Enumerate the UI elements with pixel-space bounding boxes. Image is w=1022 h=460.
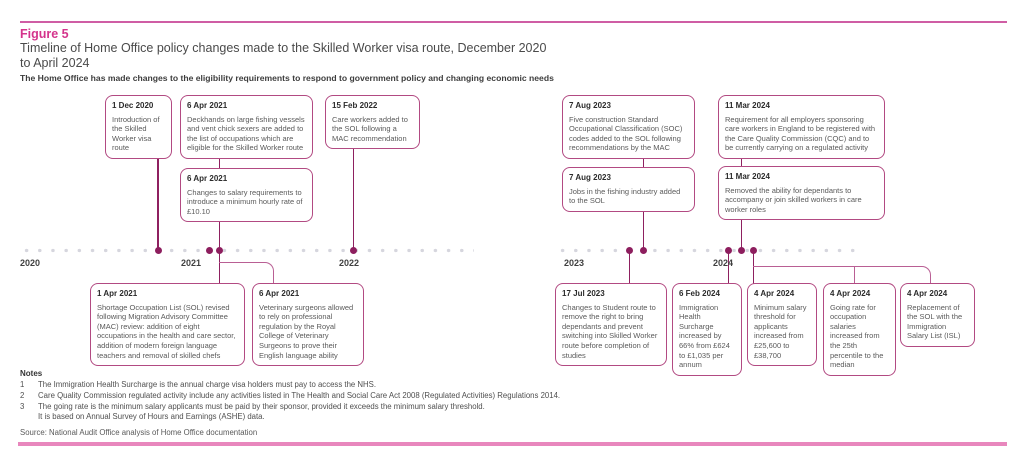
event-text: Changes to Student route to remove the r… xyxy=(562,302,658,360)
event-box-deckhands: 6 Apr 2021 Deckhands on large fishing ve… xyxy=(180,95,313,159)
event-date: 7 Aug 2023 xyxy=(569,101,611,110)
figure-standfirst: The Home Office has made changes to the … xyxy=(20,73,554,83)
note-text-line2: It is based on Annual Survey of Hours an… xyxy=(38,411,265,421)
event-date: 6 Apr 2021 xyxy=(187,101,228,110)
note-number: 2 xyxy=(20,391,25,400)
note-number: 3 xyxy=(20,402,25,411)
event-dot-student xyxy=(625,247,633,254)
event-text: Changes to salary requirements to introd… xyxy=(187,187,303,216)
event-box-sol-revision: 1 Apr 2021 Shortage Occupation List (SOL… xyxy=(90,283,245,367)
event-date: 4 Apr 2024 xyxy=(754,289,795,298)
event-date: 11 Mar 2024 xyxy=(725,172,770,181)
figure-title: Timeline of Home Office policy changes m… xyxy=(20,41,546,71)
event-box-dependants: 11 Mar 2024 Removed the ability for depe… xyxy=(718,166,885,221)
connector-branch-apr2024 xyxy=(753,266,931,285)
connector-intro xyxy=(157,150,159,250)
event-date: 6 Apr 2021 xyxy=(187,174,228,183)
event-box-salary-rate: 6 Apr 2021 Changes to salary requirement… xyxy=(180,168,313,223)
figure-title-line1: Timeline of Home Office policy changes m… xyxy=(20,41,547,55)
event-box-fishing: 7 Aug 2023 Jobs in the fishing industry … xyxy=(562,167,695,212)
event-dot-aug2023 xyxy=(639,247,647,254)
event-text: Immigration Health Surcharge increased b… xyxy=(679,302,730,370)
event-date: 4 Apr 2024 xyxy=(907,289,948,298)
note-1: 1 The Immigration Health Surcharge is th… xyxy=(20,380,938,390)
connector-student xyxy=(628,252,630,284)
event-text: Five construction Standard Occupational … xyxy=(569,114,683,153)
source-line: Source: National Audit Office analysis o… xyxy=(20,428,258,437)
event-date: 15 Feb 2022 xyxy=(332,101,378,110)
event-date: 4 Apr 2024 xyxy=(830,289,871,298)
connector-ihs xyxy=(727,252,729,284)
event-date: 6 Feb 2024 xyxy=(679,289,720,298)
event-dot-sol-revision xyxy=(205,247,213,254)
event-box-isl: 4 Apr 2024 Replacement of the SOL with t… xyxy=(900,283,975,347)
figure-title-line2: to April 2024 xyxy=(20,56,90,70)
event-box-intro: 1 Dec 2020 Introduction of the Skilled W… xyxy=(105,95,172,159)
event-text: Jobs in the fishing industry added to th… xyxy=(569,186,681,206)
event-dot-care-workers xyxy=(349,247,357,254)
event-box-going-rate: 4 Apr 2024 Going rate for occupation sal… xyxy=(823,283,896,376)
event-dot-intro xyxy=(154,247,162,254)
year-label-2020: 2020 xyxy=(20,258,41,268)
event-date: 6 Apr 2021 xyxy=(259,289,300,298)
bottom-divider xyxy=(18,442,1007,446)
event-text: Shortage Occupation List (SOL) revised f… xyxy=(97,302,236,360)
event-dot-mar2024 xyxy=(737,247,745,254)
note-text: The going rate is the minimum salary app… xyxy=(38,402,938,421)
event-text: Requirement for all employers sponsoring… xyxy=(725,114,876,153)
note-text: The Immigration Health Surcharge is the … xyxy=(38,380,377,389)
event-dot-apr2021 xyxy=(215,247,223,254)
event-date: 7 Aug 2023 xyxy=(569,173,611,182)
note-text: Care Quality Commission regulated activi… xyxy=(38,391,561,400)
event-box-construction: 7 Aug 2023 Five construction Standard Oc… xyxy=(562,95,695,159)
event-date: 1 Dec 2020 xyxy=(112,101,154,110)
event-text: Veterinary surgeons allowed to rely on p… xyxy=(259,302,354,360)
event-dot-apr2024 xyxy=(749,247,757,254)
event-text: Replacement of the SOL with the Immigrat… xyxy=(907,302,963,341)
event-text: Deckhands on large fishing vessels and v… xyxy=(187,114,305,153)
event-text: Going rate for occupation salaries incre… xyxy=(830,302,884,370)
note-3: 3 The going rate is the minimum salary a… xyxy=(20,402,938,421)
note-number: 1 xyxy=(20,380,25,389)
event-text: Care workers added to the SOL following … xyxy=(332,114,408,143)
event-date: 11 Mar 2024 xyxy=(725,101,770,110)
year-label-2021: 2021 xyxy=(181,258,202,268)
event-text: Removed the ability for dependants to ac… xyxy=(725,185,862,214)
event-dot-ihs xyxy=(724,247,732,254)
event-text: Minimum salary threshold for applicants … xyxy=(754,302,807,360)
top-divider xyxy=(20,21,1007,23)
event-date: 1 Apr 2021 xyxy=(97,289,138,298)
connector-branch-vets xyxy=(219,262,274,285)
connector-care-workers xyxy=(352,120,354,250)
event-box-cqc: 11 Mar 2024 Requirement for all employer… xyxy=(718,95,885,159)
event-box-student: 17 Jul 2023 Changes to Student route to … xyxy=(555,283,667,367)
notes-heading: Notes xyxy=(20,369,43,378)
timeline-axis-right xyxy=(556,248,856,253)
event-text: Introduction of the Skilled Worker visa … xyxy=(112,114,160,153)
year-label-2024: 2024 xyxy=(713,258,734,268)
connector-drop-going-rate xyxy=(853,266,855,284)
year-label-2023: 2023 xyxy=(564,258,585,268)
event-box-ihs: 6 Feb 2024 Immigration Health Surcharge … xyxy=(672,283,742,376)
event-box-min-salary: 4 Apr 2024 Minimum salary threshold for … xyxy=(747,283,817,367)
timeline-axis-left xyxy=(20,248,474,253)
year-label-2022: 2022 xyxy=(339,258,360,268)
note-text-line1: The going rate is the minimum salary app… xyxy=(38,402,485,411)
event-date: 17 Jul 2023 xyxy=(562,289,605,298)
event-box-vets: 6 Apr 2021 Veterinary surgeons allowed t… xyxy=(252,283,364,367)
note-2: 2 Care Quality Commission regulated acti… xyxy=(20,391,938,401)
event-box-care-workers: 15 Feb 2022 Care workers added to the SO… xyxy=(325,95,420,150)
figure-label: Figure 5 xyxy=(20,27,69,41)
